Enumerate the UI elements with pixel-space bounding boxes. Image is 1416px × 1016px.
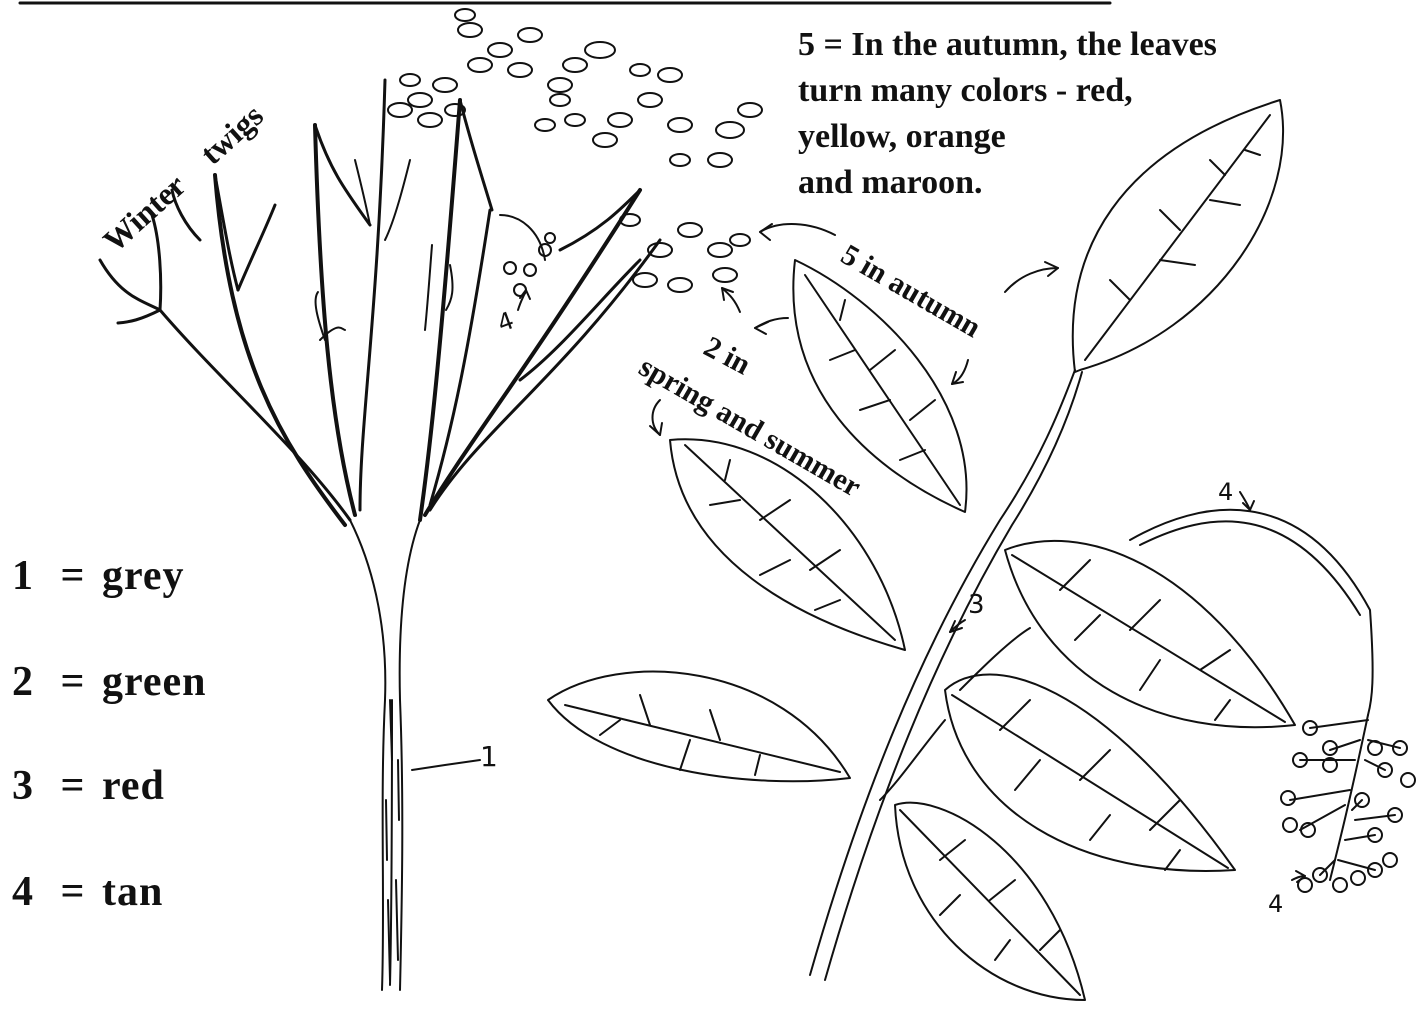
key-color: grey [102,553,185,599]
key-equals: = [44,658,102,706]
key-number: 1 [12,552,44,600]
key-color: red [102,763,165,809]
key-equals: = [44,762,102,810]
flower-clusters [388,9,762,296]
callout-1: 1 [480,740,498,773]
key-equals: = [44,868,102,916]
winter-twig-branch [100,80,660,990]
callout-4-bottom: 4 [1268,890,1283,918]
key-number: 4 [12,868,44,916]
key-item-1: 1=grey [12,552,185,600]
key-number: 2 [12,658,44,706]
autumn-note: 5 = In the autumn, the leaves turn many … [798,22,1217,206]
key-item-2: 2=green [12,658,207,706]
key-color: green [102,659,207,705]
callout-3: 3 [968,590,985,620]
callout-4-top: 4 [1218,478,1233,506]
key-color: tan [102,869,163,915]
key-number: 3 [12,762,44,810]
key-item-3: 3=red [12,762,165,810]
label-arrows [518,224,1305,882]
key-equals: = [44,552,102,600]
compound-leaf [548,100,1415,1000]
key-item-4: 4=tan [12,868,163,916]
